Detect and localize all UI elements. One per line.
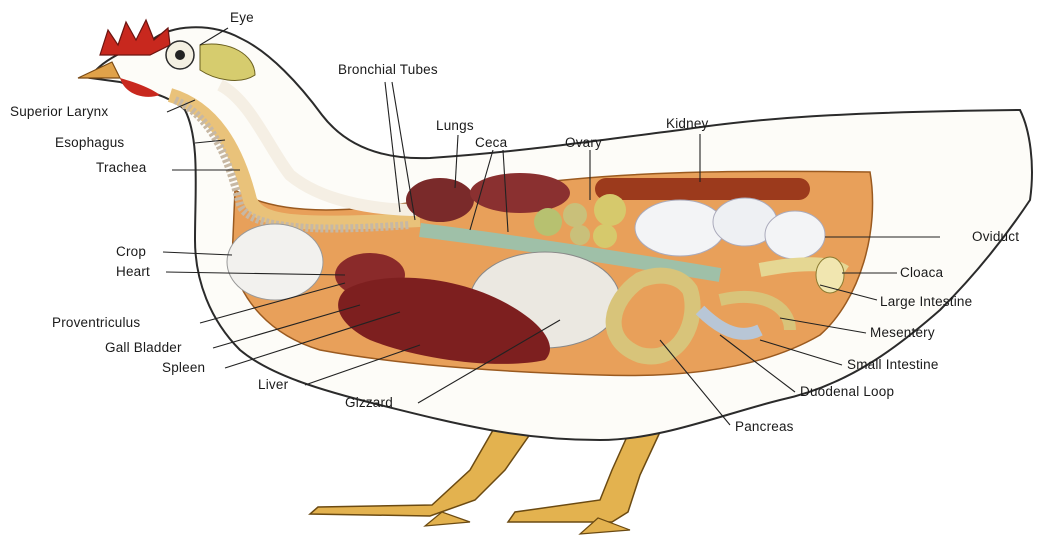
- label-trachea: Trachea: [96, 160, 146, 176]
- label-gall-bladder: Gall Bladder: [105, 340, 182, 356]
- crop-organ: [227, 224, 323, 300]
- label-proventriculus: Proventriculus: [52, 315, 140, 331]
- label-crop: Crop: [116, 244, 146, 260]
- label-superior-larynx: Superior Larynx: [10, 104, 108, 120]
- label-duodenal-loop: Duodenal Loop: [800, 384, 894, 400]
- label-mesentery: Mesentery: [870, 325, 935, 341]
- label-liver: Liver: [258, 377, 288, 393]
- label-esophagus: Esophagus: [55, 135, 124, 151]
- label-small-intestine: Small Intestine: [847, 357, 939, 373]
- label-gizzard: Gizzard: [345, 395, 393, 411]
- label-spleen: Spleen: [162, 360, 205, 376]
- label-ceca: Ceca: [475, 135, 507, 151]
- label-large-intestine: Large Intestine: [880, 294, 972, 310]
- label-ovary: Ovary: [565, 135, 602, 151]
- label-heart: Heart: [116, 264, 150, 280]
- label-kidney: Kidney: [666, 116, 708, 132]
- label-bronchial-tubes: Bronchial Tubes: [338, 62, 438, 78]
- label-eye: Eye: [230, 10, 254, 26]
- kidney-organ: [595, 178, 810, 200]
- label-pancreas: Pancreas: [735, 419, 794, 435]
- label-lungs: Lungs: [436, 118, 474, 134]
- label-cloaca: Cloaca: [900, 265, 943, 281]
- label-oviduct: Oviduct: [972, 229, 1019, 245]
